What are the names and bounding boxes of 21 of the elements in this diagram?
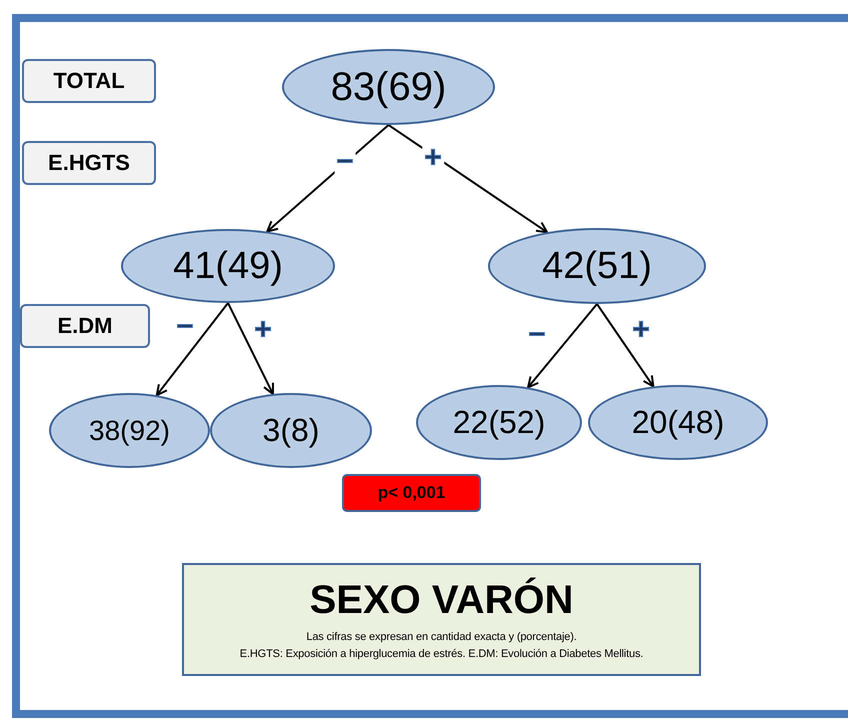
count-text: 38(92) bbox=[89, 414, 170, 446]
legend-heading: SEXO VARÓN bbox=[310, 577, 574, 623]
p-value-box bbox=[342, 474, 481, 512]
arrow bbox=[227, 302, 274, 395]
legend-note: E.HGTS: Exposición a hiperglucemia de estrés. E.DM: Evolución a Diabetes Mellitus. bbox=[240, 646, 644, 662]
legend-note: Las cifras se expresan en cantidad exacta y (porcentaje). bbox=[306, 630, 577, 645]
row-label-box bbox=[22, 59, 156, 103]
row-label: E.DM bbox=[58, 313, 112, 339]
count-text: 42(51) bbox=[542, 244, 652, 288]
row-label: TOTAL bbox=[53, 68, 125, 94]
arrow bbox=[596, 303, 654, 388]
count-text: 83(69) bbox=[330, 64, 446, 110]
p-value-text: p< 0,001 bbox=[378, 483, 446, 503]
count-text: 41(49) bbox=[173, 244, 283, 288]
row-label-box bbox=[20, 304, 150, 348]
count-text: 3(8) bbox=[262, 412, 320, 449]
row-label-box bbox=[22, 141, 156, 185]
row-label: E.HGTS bbox=[48, 150, 130, 176]
legend-box bbox=[182, 563, 701, 676]
count-text: 20(48) bbox=[632, 404, 724, 441]
count-text: 22(52) bbox=[452, 404, 546, 441]
